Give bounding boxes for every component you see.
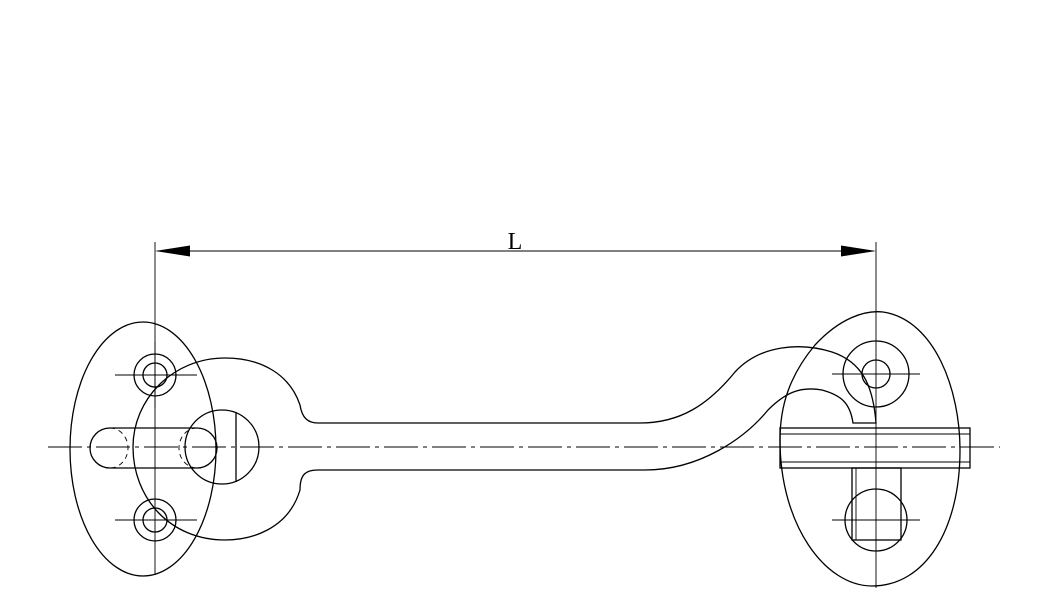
left-eye-pin: [89, 427, 218, 469]
hook: [132, 346, 877, 541]
right-staple-leg: [851, 467, 902, 541]
left-eye-pin-hidden-edge-1: [109, 427, 129, 469]
dimension-l: L: [154, 229, 877, 588]
hook-outline: [132, 346, 877, 541]
right-catch-plate: [779, 311, 971, 587]
left-eye-pin-hidden-edge-2: [178, 427, 198, 469]
right-plate-outline: [779, 311, 961, 587]
arrowhead-left: [155, 245, 190, 257]
arrowhead-right: [841, 245, 876, 257]
dimension-label: L: [508, 229, 523, 255]
left-plate-outline: [69, 321, 217, 577]
left-mounting-plate: [69, 321, 218, 577]
